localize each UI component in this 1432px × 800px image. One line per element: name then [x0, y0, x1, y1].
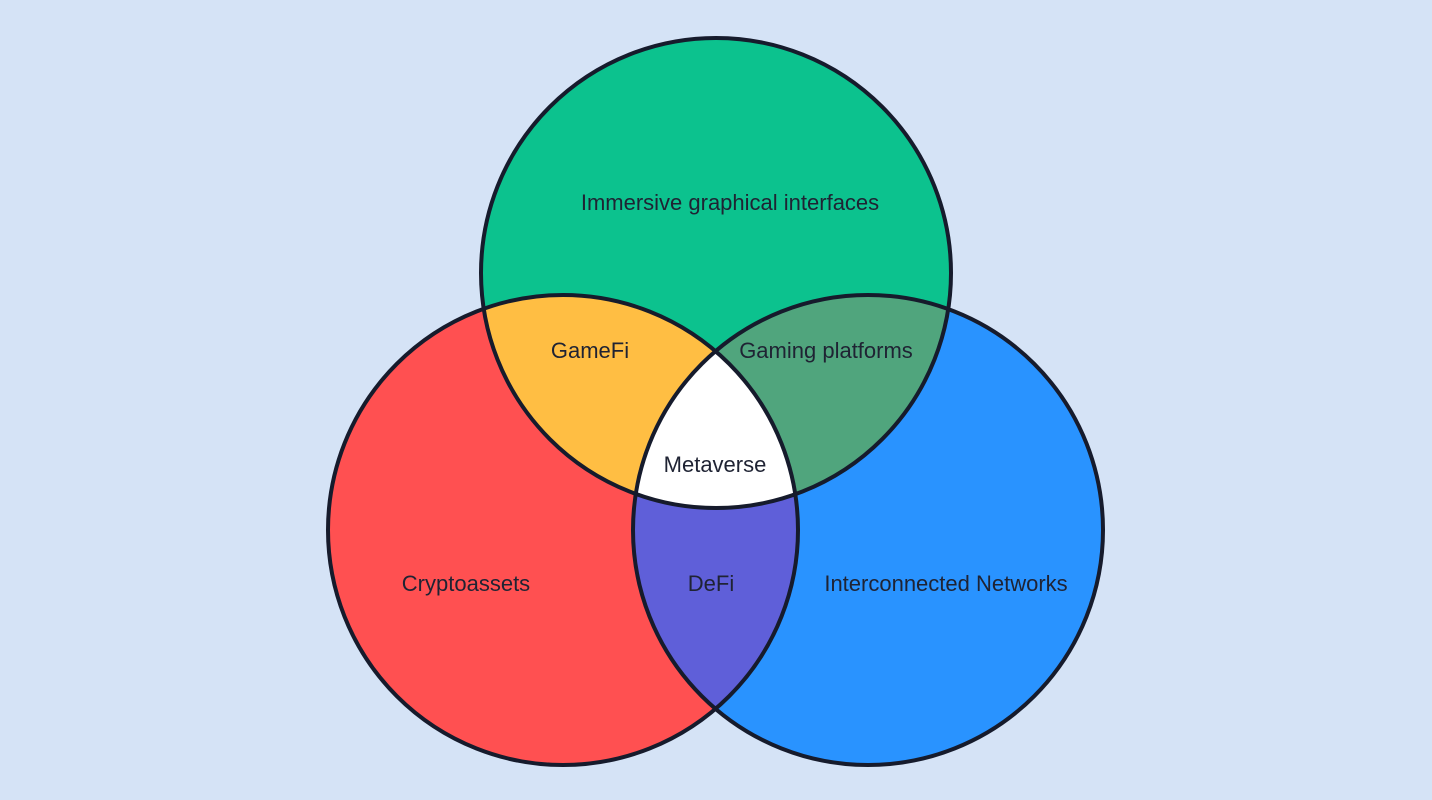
top-circle-outline — [479, 36, 953, 510]
left-right-intersection-label: DeFi — [688, 571, 734, 596]
center-intersection-label: Metaverse — [664, 452, 767, 477]
left-circle-outline — [326, 293, 800, 767]
top-right-intersection-label: Gaming platforms — [739, 338, 913, 363]
top-set-label: Immersive graphical interfaces — [581, 190, 879, 215]
left-set-label: Cryptoassets — [402, 571, 530, 596]
center-overlap — [633, 295, 798, 508]
right-circle-outline — [631, 293, 1105, 767]
top-left-intersection-label: GameFi — [551, 338, 629, 363]
right-set-label: Interconnected Networks — [824, 571, 1067, 596]
